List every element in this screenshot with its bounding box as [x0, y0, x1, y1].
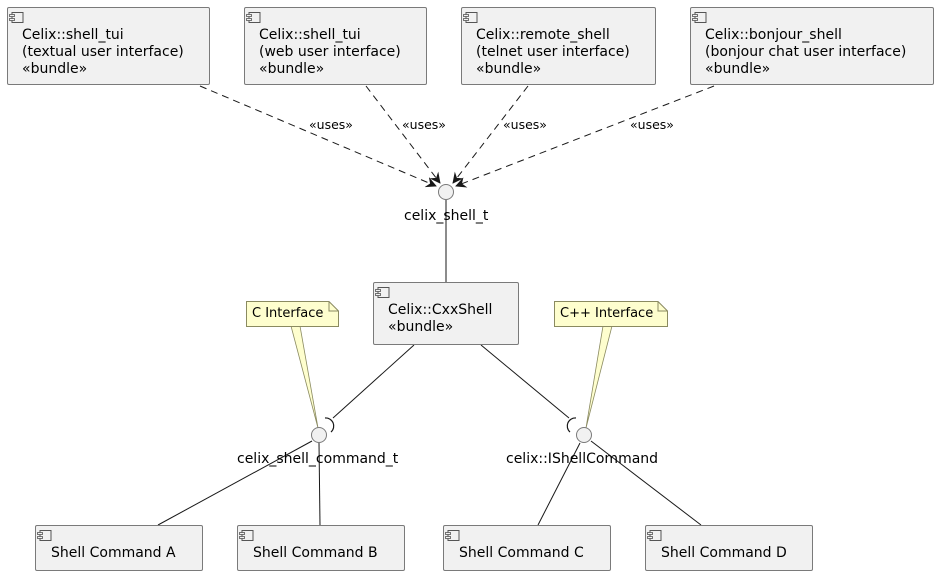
note-cpp-interface: C++ Interface [554, 301, 668, 327]
bundle-description: (textual user interface) [22, 44, 184, 60]
interface-label-shell: celix_shell_t [404, 208, 489, 224]
component-shell-command-d[interactable]: Shell Command D [645, 525, 813, 571]
component-name: Shell Command B [253, 545, 378, 561]
component-shell-command-c[interactable]: Shell Command C [443, 525, 611, 571]
component-name: Shell Command C [459, 545, 584, 561]
bundle-shell-tui-web[interactable]: Celix::shell_tui (web user interface) «b… [244, 7, 427, 85]
note-cpp-connector [585, 325, 613, 429]
component-name: Shell Command D [661, 545, 787, 561]
bundle-name: Celix::CxxShell [388, 302, 493, 318]
bundle-stereotype: «bundle» [259, 61, 325, 77]
require-edge-cpp [480, 344, 570, 419]
interface-lollipop-icon [311, 427, 327, 443]
bundle-stereotype: «bundle» [476, 61, 542, 77]
component-shell-command-b[interactable]: Shell Command B [237, 525, 405, 571]
uses-label: «uses» [309, 117, 353, 132]
uses-edge-3 [452, 85, 529, 184]
note-shape [554, 301, 668, 327]
note-c-interface: C Interface [246, 301, 339, 327]
component-icon [246, 12, 261, 23]
component-icon [463, 12, 478, 23]
uses-edge-4 [455, 85, 715, 188]
bundle-cxx-shell[interactable]: Celix::CxxShell «bundle» [373, 282, 519, 345]
bundle-name: Celix::remote_shell [476, 27, 610, 43]
uses-label: «uses» [630, 117, 674, 132]
bundle-description: (web user interface) [259, 44, 401, 60]
require-edge-c [332, 344, 415, 419]
uses-edge-1 [199, 85, 437, 188]
bundle-bonjour-shell[interactable]: Celix::bonjour_shell (bonjour chat user … [690, 7, 934, 85]
interface-lollipop-icon [576, 427, 592, 443]
bundle-stereotype: «bundle» [22, 61, 88, 77]
component-icon [445, 530, 460, 541]
bundle-stereotype: «bundle» [705, 61, 771, 77]
component-icon [239, 530, 254, 541]
socket-c-icon [324, 417, 335, 433]
bundle-description: (bonjour chat user interface) [705, 44, 907, 60]
bundle-name: Celix::shell_tui [22, 27, 124, 43]
interface-lollipop-icon [438, 184, 454, 200]
component-icon [9, 12, 24, 23]
provide-edge-a [157, 440, 313, 526]
provide-edge-d [590, 440, 702, 526]
bundle-name: Celix::shell_tui [259, 27, 361, 43]
note-shape [246, 301, 339, 327]
provide-edge-c [537, 442, 581, 526]
bundle-name: Celix::bonjour_shell [705, 27, 842, 43]
socket-cpp-icon [566, 417, 577, 433]
component-shell-command-a[interactable]: Shell Command A [35, 525, 203, 571]
note-c-connector [290, 325, 319, 429]
bundle-shell-tui-textual[interactable]: Celix::shell_tui (textual user interface… [7, 7, 210, 85]
note-text: C Interface [252, 306, 324, 321]
note-text: C++ Interface [560, 306, 654, 321]
component-icon [692, 12, 707, 23]
interface-label-c-command: celix_shell_command_t [237, 451, 399, 467]
component-icon [375, 287, 390, 298]
component-icon [647, 530, 662, 541]
bundle-remote-shell[interactable]: Celix::remote_shell (telnet user interfa… [461, 7, 656, 85]
interface-label-cpp-command: celix::IShellCommand [506, 451, 659, 467]
uses-label: «uses» [503, 117, 547, 132]
bundle-stereotype: «bundle» [388, 319, 454, 335]
provide-edge-b [318, 442, 321, 526]
bundle-description: (telnet user interface) [476, 44, 630, 60]
uses-label: «uses» [402, 117, 446, 132]
uses-edge-2 [365, 85, 441, 184]
component-name: Shell Command A [51, 545, 176, 561]
component-icon [37, 530, 52, 541]
